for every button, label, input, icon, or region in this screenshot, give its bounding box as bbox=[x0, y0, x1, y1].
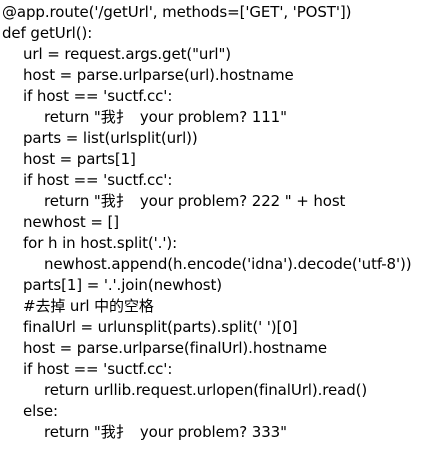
code-line: parts[1] = '.'.join(newhost) bbox=[23, 276, 223, 294]
code-line: return "我扌 your problem? 222 " + host bbox=[44, 192, 346, 210]
code-line: host = parse.urlparse(finalUrl).hostname bbox=[23, 339, 327, 357]
code-block: @app.route('/getUrl', methods=['GET', 'P… bbox=[2, 0, 435, 443]
code-line: host = parse.urlparse(url).hostname bbox=[23, 66, 294, 84]
code-line: return "我扌 your problem? 333" bbox=[44, 423, 287, 441]
code-line: if host == 'suctf.cc': bbox=[23, 171, 173, 189]
code-line: else: bbox=[23, 402, 58, 420]
code-line: newhost = [] bbox=[23, 213, 119, 231]
code-line: host = parts[1] bbox=[23, 150, 136, 168]
code-line: for h in host.split('.'): bbox=[23, 234, 178, 252]
code-line-comment: #去掉 url 中的空格 bbox=[23, 297, 154, 315]
code-line: parts = list(urlsplit(url)) bbox=[23, 129, 198, 147]
code-line: newhost.append(h.encode('idna').decode('… bbox=[44, 255, 412, 273]
code-line: return "我扌 your problem? 111" bbox=[44, 108, 287, 126]
code-line: if host == 'suctf.cc': bbox=[23, 360, 173, 378]
code-line: url = request.args.get("url") bbox=[23, 45, 232, 63]
code-line-decorator: @app.route('/getUrl', methods=['GET', 'P… bbox=[2, 3, 352, 21]
code-line-function-def: def getUrl(): bbox=[2, 24, 93, 42]
code-line: finalUrl = urlunsplit(parts).split(' ')[… bbox=[23, 318, 298, 336]
code-line: if host == 'suctf.cc': bbox=[23, 87, 173, 105]
code-line: return urllib.request.urlopen(finalUrl).… bbox=[44, 381, 368, 399]
